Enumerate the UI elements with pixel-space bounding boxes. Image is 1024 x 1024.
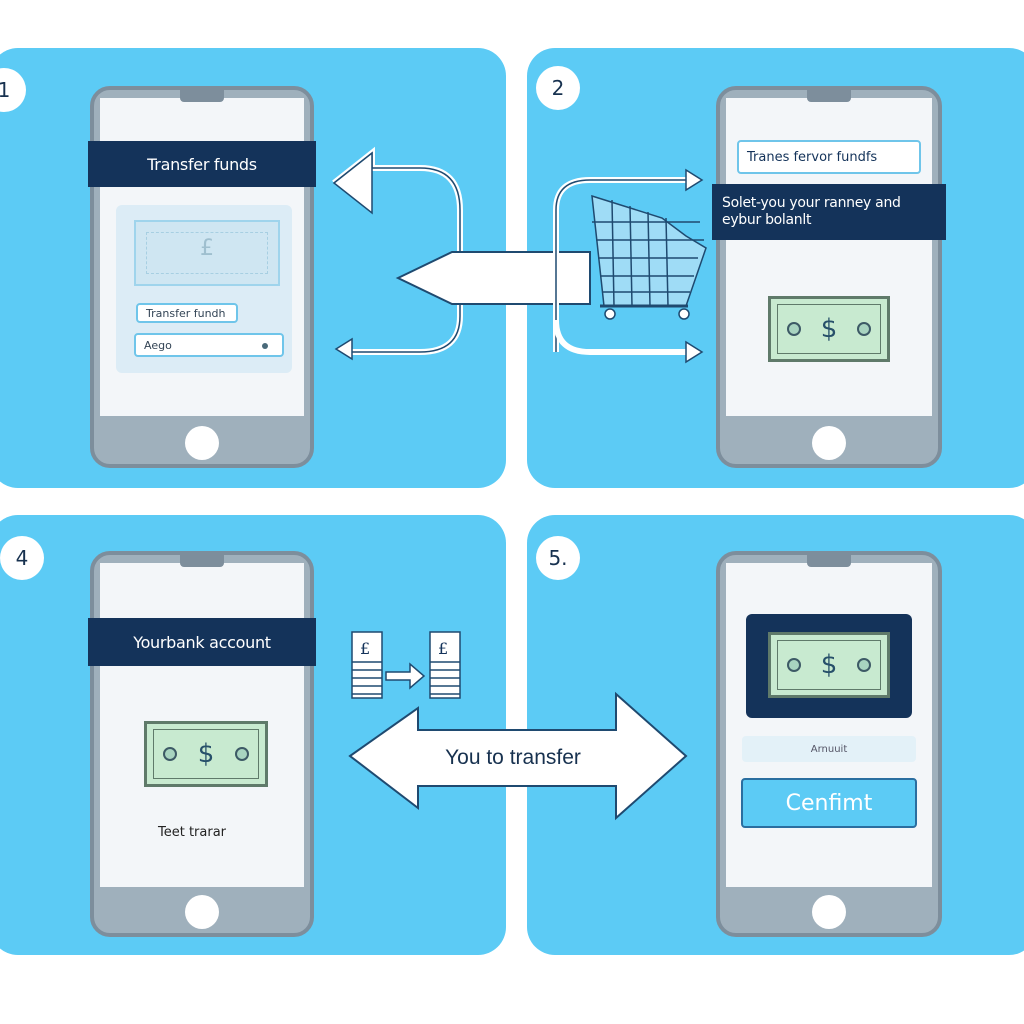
step-5-badge: 5.	[536, 536, 580, 580]
dollar-icon: $	[820, 314, 838, 344]
home-button[interactable]	[812, 426, 846, 460]
ledger-target-icon	[429, 631, 461, 699]
amount-field[interactable]: Arnuuit	[742, 736, 916, 762]
bill-dot-right	[857, 322, 871, 336]
amount-field[interactable]: Aego	[134, 333, 284, 357]
ledger-source-symbol: £	[360, 639, 370, 658]
bill-dot-right	[857, 658, 871, 672]
arrow-left-upper	[332, 146, 463, 361]
bill-dot-left	[787, 322, 801, 336]
bill-dot-right	[235, 747, 249, 761]
ledger-target-symbol: £	[438, 639, 448, 658]
arrow-center-left	[395, 251, 591, 305]
step-1-banner: Transfer funds	[88, 141, 316, 187]
phone-notch	[807, 555, 851, 567]
home-button[interactable]	[185, 895, 219, 929]
amount-field-label: Aego	[144, 338, 172, 352]
cash-bill: $	[768, 296, 890, 362]
cash-bill: $	[144, 721, 268, 787]
step-2-banner: Solet-you your ranney and eybur bolanlt	[712, 184, 946, 240]
home-button[interactable]	[185, 426, 219, 460]
dollar-icon: $	[197, 739, 215, 769]
transfer-double-arrow	[348, 691, 688, 821]
bill-dot-left	[163, 747, 177, 761]
ledger-arrow-icon	[385, 662, 426, 690]
step-2-badge: 2	[536, 66, 580, 110]
step-4-banner: Yourbank account	[88, 618, 316, 666]
transfer-title-field[interactable]: Tranes fervor fundfs	[737, 140, 921, 174]
step-1-preview-card: £	[134, 220, 280, 286]
dollar-icon: $	[820, 650, 838, 680]
transfer-fund-field[interactable]: Transfer fundh	[136, 303, 238, 323]
phone-notch	[807, 90, 851, 102]
phone-notch	[180, 555, 224, 567]
cash-bill: $	[768, 632, 890, 698]
step-4-footer-text: Teet trarar	[158, 825, 227, 840]
phone-notch	[180, 90, 224, 102]
field-dot-icon	[262, 343, 268, 349]
arrow-right-upper	[553, 168, 704, 364]
cart-icon	[591, 194, 707, 320]
bill-dot-left	[787, 658, 801, 672]
ledger-source-icon	[351, 631, 383, 699]
confirm-button[interactable]: Cenfimt	[741, 778, 917, 828]
home-button[interactable]	[812, 895, 846, 929]
step-4-badge: 4	[0, 536, 44, 580]
transfer-arrow-label: You to transfer	[445, 746, 581, 769]
pound-icon: £	[200, 236, 214, 261]
